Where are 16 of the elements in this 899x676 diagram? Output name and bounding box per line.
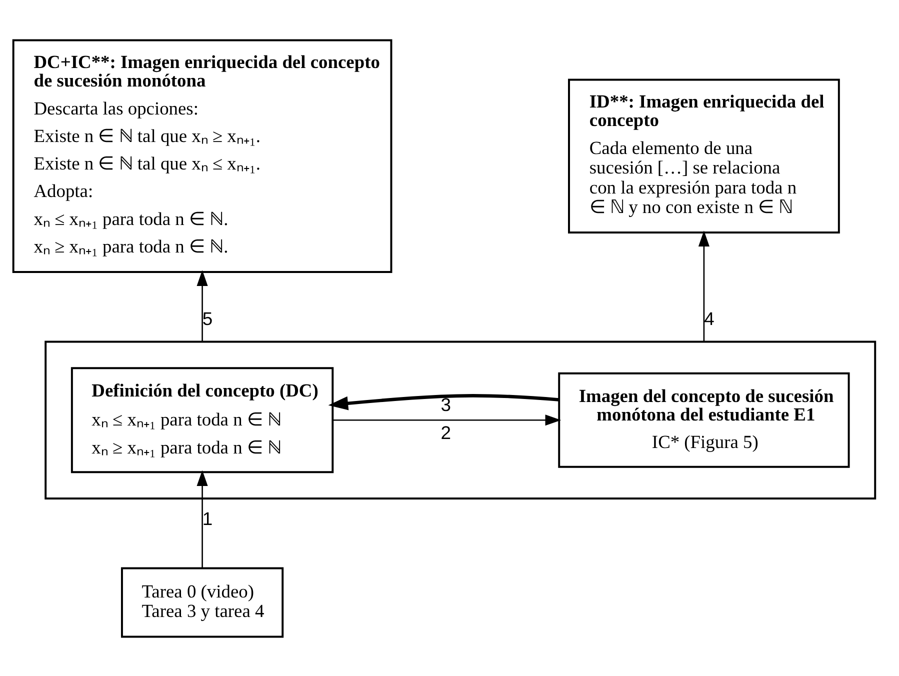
arrow xyxy=(196,270,208,342)
edge-label: 3 xyxy=(440,394,452,415)
node-box: DC+IC**: Imagen enriquecida del concepto de sucesión monótona Descarta las opciones: Existe n ∈ ℕ tal que xₙ ≥ xₙ₊₁. Existe n ∈ ℕ tal que xₙ ≤ xₙ₊₁. Adopta: xₙ ≤ xₙ₊₁ para toda n ∈ ℕ. xₙ ≥ xₙ₊₁ para toda n ∈ ℕ. xyxy=(12,38,392,272)
node-box: Imagen del concepto de sucesión monótona del estudiante E1 IC* (Figura 5) xyxy=(558,372,850,468)
arrow xyxy=(698,230,710,342)
arrow xyxy=(196,470,208,568)
edge-label: 1 xyxy=(202,508,213,529)
node-box: Definición del concepto (DC) xₙ ≤ xₙ₊₁ para toda n ∈ ℕ xₙ ≥ xₙ₊₁ para toda n ∈ ℕ xyxy=(70,366,334,473)
node-box: ID**: Imagen enriquecida del concepto Cada elemento de una sucesión […] se relaciona con la expresión para toda n ∈ ℕ y no con existe n ∈ ℕ xyxy=(568,78,840,233)
cluster xyxy=(44,340,876,499)
edge-label: 4 xyxy=(704,307,714,328)
arrow xyxy=(328,394,560,410)
arrow xyxy=(332,414,562,426)
node-box: Tarea 0 (video) Tarea 3 y tarea 4 xyxy=(120,566,284,638)
edge-label: 5 xyxy=(202,307,213,328)
edge-label: 2 xyxy=(440,421,452,442)
